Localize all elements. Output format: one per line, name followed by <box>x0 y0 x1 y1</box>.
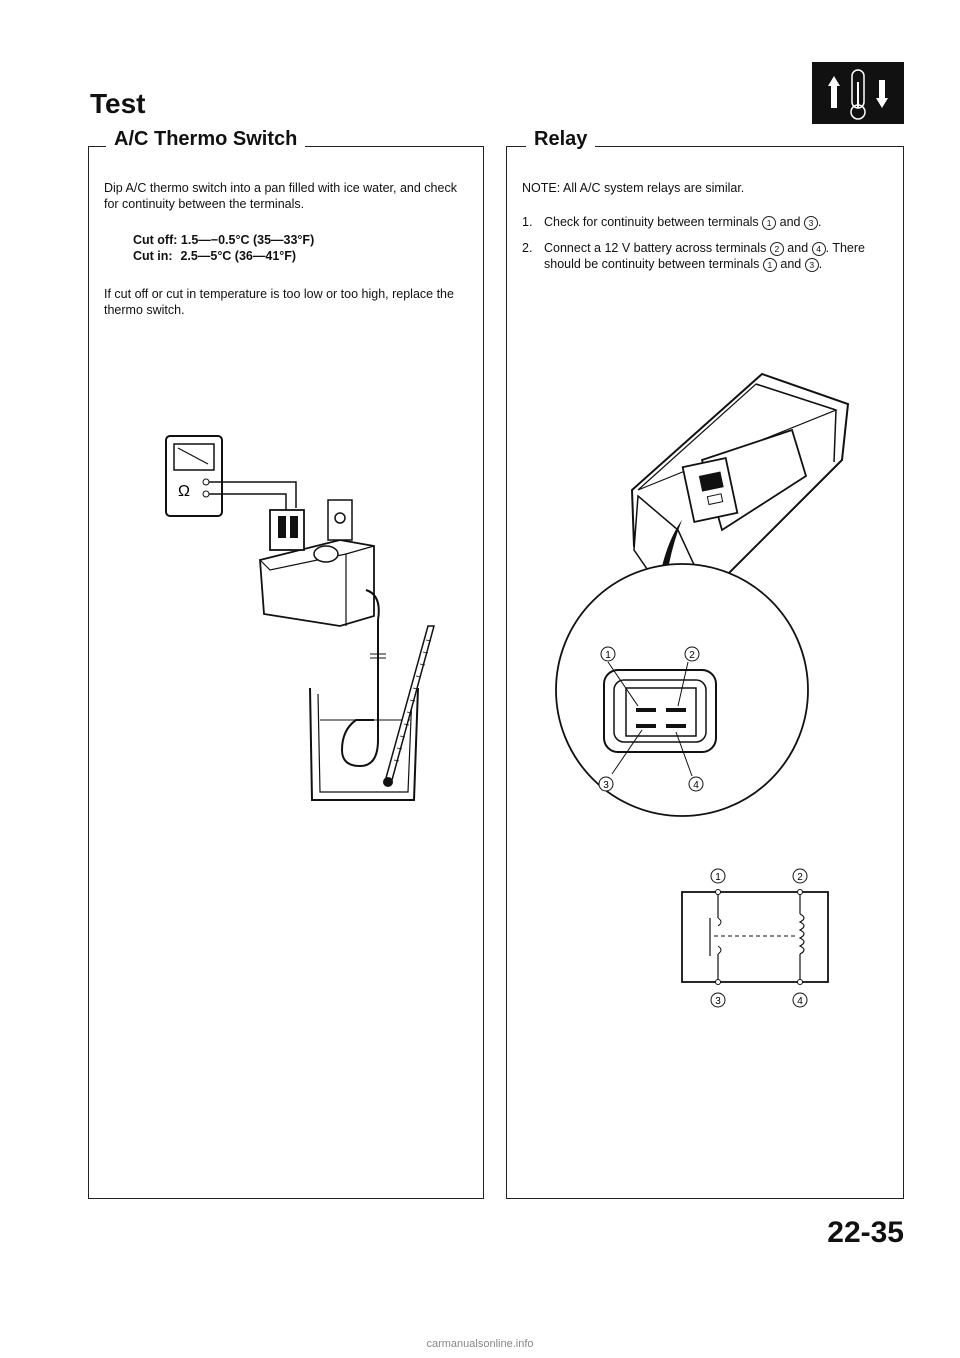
relay-step-1: 1. Check for continuity between terminal… <box>522 214 894 230</box>
relay-step-2: 2. Connect a 12 V battery across termina… <box>522 240 894 272</box>
cut-off-label: Cut off: <box>133 233 178 247</box>
cut-in-spec: Cut in: 2.5—5°C (36—41°F) <box>133 248 473 264</box>
relay-schematic: 1 2 3 4 <box>670 866 840 1016</box>
schematic-terminal-4: 4 <box>797 996 803 1007</box>
cut-in-value: 2.5—5°C (36—41°F) <box>180 249 297 263</box>
relay-illustration: 1 2 3 4 <box>552 370 872 830</box>
schematic-terminal-2: 2 <box>797 872 803 883</box>
step-text: Connect a 12 V battery across terminals <box>544 241 770 255</box>
terminal-label-2: 2 <box>689 650 695 661</box>
schematic-terminal-3: 3 <box>715 996 721 1007</box>
step-text: . <box>817 215 822 229</box>
terminal-badge: 2 <box>769 242 784 256</box>
terminal-badge: 3 <box>804 258 819 272</box>
ohmmeter-icon: Ω <box>165 435 223 517</box>
terminal-badge: 1 <box>762 216 777 230</box>
ohm-symbol: Ω <box>178 483 190 500</box>
relay-steps: 1. Check for continuity between terminal… <box>522 214 894 282</box>
step-text: . <box>818 257 823 271</box>
thermometer-icon <box>812 62 904 124</box>
thermo-switch-replace-note: If cut off or cut in temperature is too … <box>104 287 454 317</box>
cut-off-value: 1.5—−0.5°C (35—33°F) <box>180 233 315 247</box>
step-number: 1. <box>522 215 533 229</box>
step-text: and <box>776 215 804 229</box>
relay-panel <box>506 146 904 1199</box>
terminal-badge: 3 <box>803 216 818 230</box>
step-number: 2. <box>522 241 533 255</box>
step-text: . There should be continuity between ter… <box>544 241 865 271</box>
relay-heading: Relay <box>526 128 596 151</box>
thermo-switch-intro: Dip A/C thermo switch into a pan filled … <box>104 181 457 211</box>
step-text: and <box>783 241 812 255</box>
schematic-terminal-1: 1 <box>715 872 721 883</box>
terminal-label-3: 3 <box>603 780 609 791</box>
cut-off-spec: Cut off: 1.5—−0.5°C (35—33°F) <box>133 232 473 248</box>
thermo-switch-illustration: Ω <box>160 430 450 810</box>
step-text: Check for continuity between terminals <box>544 215 763 229</box>
terminal-badge: 1 <box>762 258 777 272</box>
cut-in-label: Cut in: <box>133 249 173 263</box>
page-number: 22-35 <box>827 1216 904 1249</box>
terminal-label-1: 1 <box>605 650 611 661</box>
terminal-badge: 4 <box>811 242 826 256</box>
page-title: Test <box>90 88 146 119</box>
thermo-switch-heading: A/C Thermo Switch <box>106 128 306 151</box>
step-text: and <box>776 257 805 271</box>
terminal-label-4: 4 <box>693 780 699 791</box>
footer-watermark: carmanualsonline.info <box>426 1338 534 1350</box>
relay-note: NOTE: All A/C system relays are similar. <box>522 181 745 195</box>
